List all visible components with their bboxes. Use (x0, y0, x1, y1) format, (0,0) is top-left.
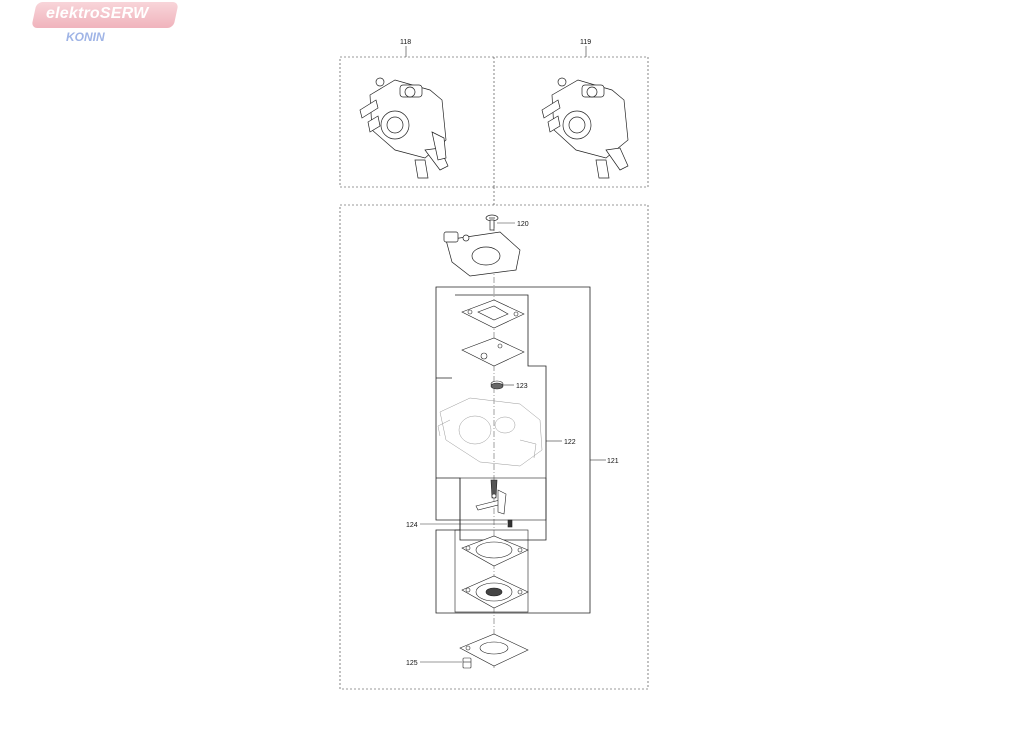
pump-cover (443, 231, 521, 277)
metering-gasket (461, 535, 529, 567)
carburetor-body-ghost (437, 397, 543, 467)
pump-gasket (461, 299, 525, 329)
callout-121: 121 (607, 458, 619, 465)
callout-118: 118 (400, 39, 411, 46)
callout-119: 119 (580, 39, 591, 46)
carburetor-118 (359, 77, 449, 179)
assembly-frame-bottom (339, 204, 649, 690)
callout-120: 120 (517, 221, 529, 228)
needle-valve-parts (475, 479, 513, 528)
callout-124: 124 (406, 522, 418, 529)
logo-text: elektroSERW (46, 5, 149, 22)
logo-subtext: KONIN (66, 30, 105, 44)
screw-125 (462, 657, 472, 669)
kit-121-outline (435, 286, 591, 614)
callout-122: 122 (564, 439, 576, 446)
screw-120 (485, 214, 499, 231)
brand-logo: elektroSERW KONIN (31, 2, 179, 46)
callout-123: 123 (516, 383, 528, 390)
callout-125: 125 (406, 660, 418, 667)
metering-cover (459, 633, 529, 667)
fuel-filter-123 (490, 380, 504, 390)
pump-diaphragm (461, 337, 525, 367)
metering-diaphragm (461, 575, 529, 609)
carburetor-119 (541, 77, 629, 179)
